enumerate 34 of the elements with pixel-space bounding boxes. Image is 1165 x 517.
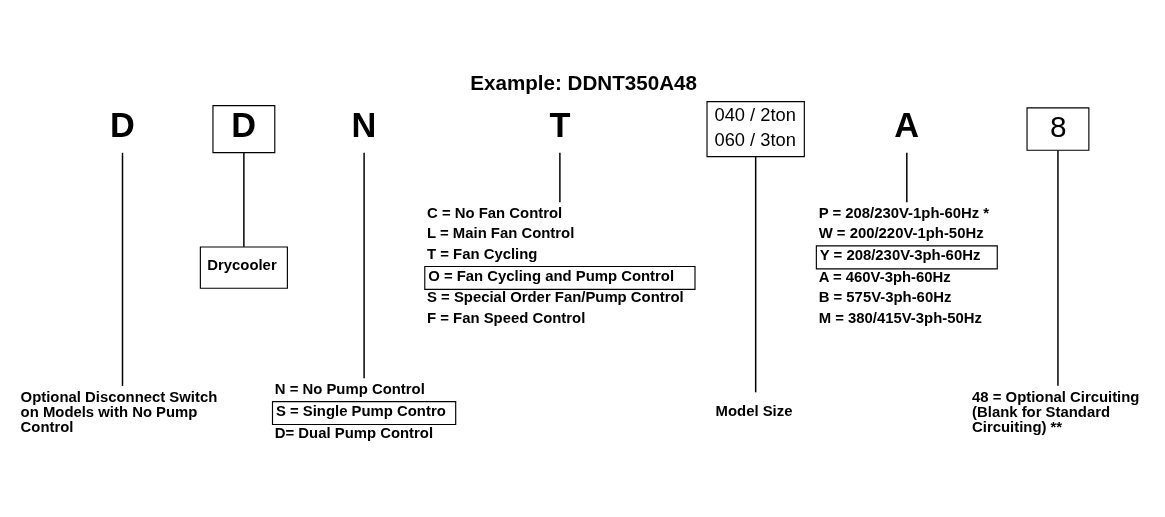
diagram-title: Example: DDNT350A48	[470, 70, 697, 94]
node-label: M = 380/415V-3ph-50Hz	[818, 310, 982, 327]
node-box: D	[212, 105, 276, 154]
node-text: Optional Disconnect Switch on Models with No Pump Control	[20, 389, 218, 435]
connector	[754, 156, 757, 394]
node-text: T	[549, 106, 571, 145]
node-text: A	[894, 106, 920, 145]
node-label: B = 575V-3ph-60Hz	[818, 289, 952, 306]
connector	[243, 152, 245, 248]
node-box: O = Fan Cycling and Pump Control	[424, 265, 696, 290]
connector	[1057, 149, 1059, 387]
node-label: C = No Fan Control	[427, 204, 563, 221]
node-text: Model Size	[715, 402, 793, 419]
connector	[906, 152, 908, 203]
node-label: D= Dual Pump Control	[274, 424, 434, 441]
node-box: 040 / 2ton 060 / 3ton	[706, 101, 805, 158]
connector	[559, 152, 561, 203]
node-text: D	[109, 106, 135, 145]
node-label: P = 208/230V-1ph-60Hz *	[818, 204, 990, 221]
node-text: 48 = Optional Circuiting (Blank for Standard Circuiting) **	[972, 389, 1140, 435]
node-label: S = Special Order Fan/Pump Control	[427, 289, 684, 306]
node-label: F = Fan Speed Control	[427, 310, 586, 327]
node-label: N = No Pump Control	[274, 381, 425, 398]
node-label: T = Fan Cycling	[427, 245, 538, 262]
connector	[363, 152, 365, 380]
connector	[121, 152, 124, 387]
node-box: S = Single Pump Contro	[271, 401, 457, 426]
node-box: Drycooler	[199, 246, 288, 289]
node-label: L = Main Fan Control	[427, 225, 575, 242]
node-label: W = 200/220V-1ph-50Hz	[818, 225, 984, 242]
node-label: A = 460V-3ph-60Hz	[818, 268, 951, 285]
node-box: 8	[1026, 107, 1090, 151]
node-text: N	[351, 106, 377, 145]
node-box: Y = 208/230V-3ph-60Hz	[815, 245, 998, 270]
